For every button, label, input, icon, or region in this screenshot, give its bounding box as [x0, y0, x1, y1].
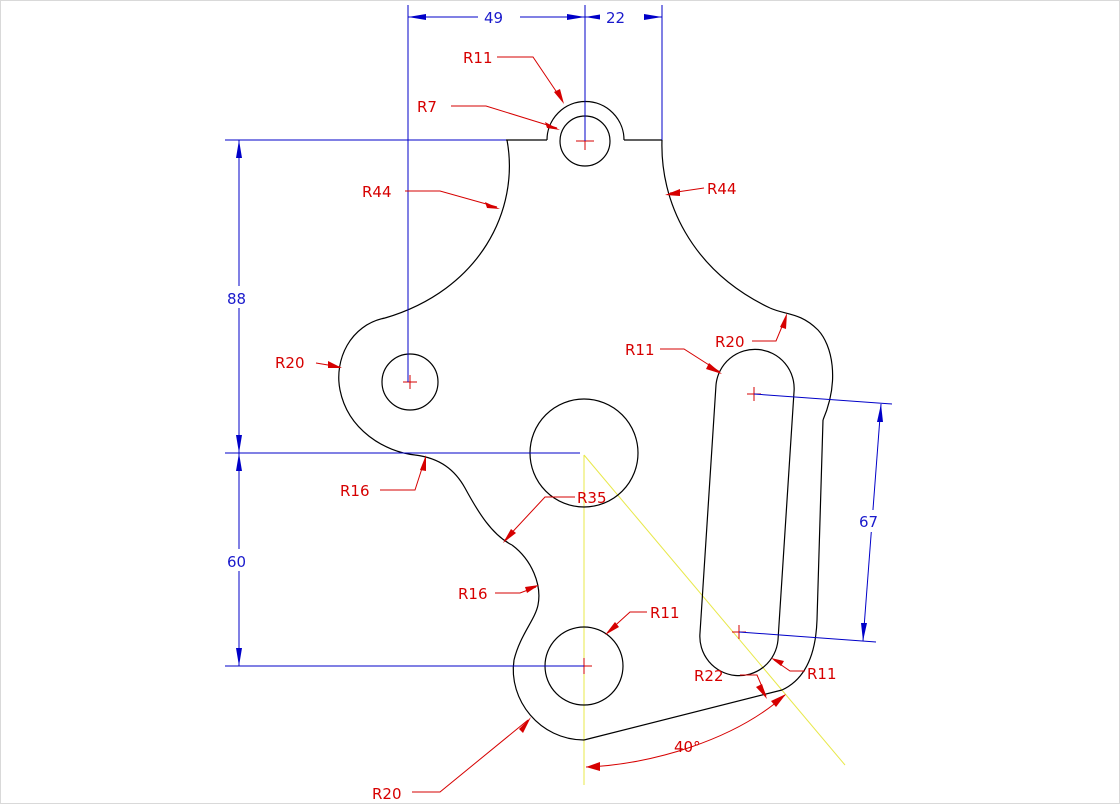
dim-text-22: 22 — [606, 9, 625, 27]
left-lug-r20 — [338, 317, 416, 456]
right-r20-corner — [769, 307, 834, 421]
label-r16-lower: R16 — [458, 585, 488, 603]
dim-arrow — [408, 14, 426, 20]
dim-arrow — [236, 435, 242, 453]
leader-arrow — [771, 658, 784, 666]
dim-text-bg — [226, 549, 254, 571]
dim-text-67: 67 — [859, 513, 878, 531]
bottom-angled-edge — [583, 689, 783, 741]
label-r20-right: R20 — [715, 333, 745, 351]
right-r22-edge — [781, 419, 824, 691]
slot-outline — [699, 348, 795, 677]
dim-text-49: 49 — [484, 9, 503, 27]
left-r44-arc — [384, 139, 510, 319]
label-r11-slot: R11 — [625, 341, 655, 359]
dim-text-bg — [478, 8, 520, 26]
angle-arrow-left — [586, 762, 600, 771]
leader-arrow — [554, 89, 564, 104]
leader-arrow — [420, 455, 426, 471]
dim-text-60: 60 — [227, 553, 246, 571]
dim-text-bg — [226, 286, 254, 308]
leader-r20-right — [752, 316, 787, 342]
dim-text-angle: 40° — [674, 738, 701, 756]
dim-arrow — [861, 623, 867, 641]
label-r44-right: R44 — [707, 180, 737, 198]
radius-labels: R11 R7 R44 R44 R20 R11 R20 R16 R35 R16 R… — [275, 49, 837, 803]
leader-r7-top — [451, 105, 558, 129]
leader-arrow — [545, 122, 560, 130]
part-outline — [338, 100, 834, 741]
label-r7-top: R7 — [417, 98, 437, 116]
label-r35: R35 — [577, 489, 607, 507]
leader-arrow — [328, 361, 342, 368]
leader-r44-left — [405, 190, 498, 208]
dim-arrow — [567, 14, 585, 20]
dim-arrow — [877, 404, 883, 422]
leader-r11-top — [497, 56, 563, 101]
leader-arrow — [485, 202, 500, 209]
lower-r16-edge — [511, 544, 540, 661]
dim-arrow — [236, 453, 242, 471]
leader-r20-bottom — [412, 719, 529, 793]
dim-text-bg — [600, 8, 644, 26]
label-r11-slot-bottom: R11 — [807, 665, 837, 683]
dim-arrow — [236, 140, 242, 158]
leader-r16-upper — [380, 458, 426, 491]
dimension-lines — [225, 5, 893, 667]
label-r16-upper: R16 — [340, 482, 370, 500]
angle-arrow-right — [771, 694, 786, 707]
dim-arrow — [236, 648, 242, 666]
construction-angled-line — [583, 454, 846, 766]
angle-arc-40 — [585, 694, 786, 768]
label-r44-left: R44 — [362, 183, 392, 201]
middle-r16-r35-edge — [414, 454, 513, 546]
construction-lines — [583, 454, 846, 785]
left-lug-hole — [381, 353, 439, 411]
leader-arrow — [519, 717, 531, 733]
dimension-texts: 49 22 88 60 67 40° — [226, 8, 886, 756]
leader-r11-slot — [660, 348, 721, 373]
label-r22: R22 — [694, 667, 724, 685]
dim-arrow — [585, 14, 603, 20]
label-r11-top: R11 — [463, 49, 493, 67]
angle-dimension — [585, 694, 786, 771]
leader-arrow — [756, 684, 767, 699]
center-marks — [403, 132, 761, 674]
dim-arrow — [644, 14, 662, 20]
label-r20-left: R20 — [275, 354, 305, 372]
dim-text-88: 88 — [227, 290, 246, 308]
dim-text-bg — [856, 510, 886, 532]
leader-arrow — [525, 585, 539, 593]
label-r20-bottom: R20 — [372, 785, 402, 803]
leader-arrow — [780, 313, 787, 329]
leader-r35 — [504, 496, 575, 541]
leader-arrow — [706, 363, 722, 374]
bottom-lug-r20 — [512, 659, 585, 741]
radius-leaders — [315, 56, 805, 793]
dim-extension-slot-bottom — [738, 631, 877, 643]
dim-extension-slot-top — [753, 393, 893, 405]
leader-arrow — [605, 622, 619, 635]
leader-arrow — [503, 529, 516, 543]
right-r44-arc — [661, 139, 771, 309]
leader-arrow — [665, 189, 680, 196]
label-r11-bottom: R11 — [650, 604, 680, 622]
